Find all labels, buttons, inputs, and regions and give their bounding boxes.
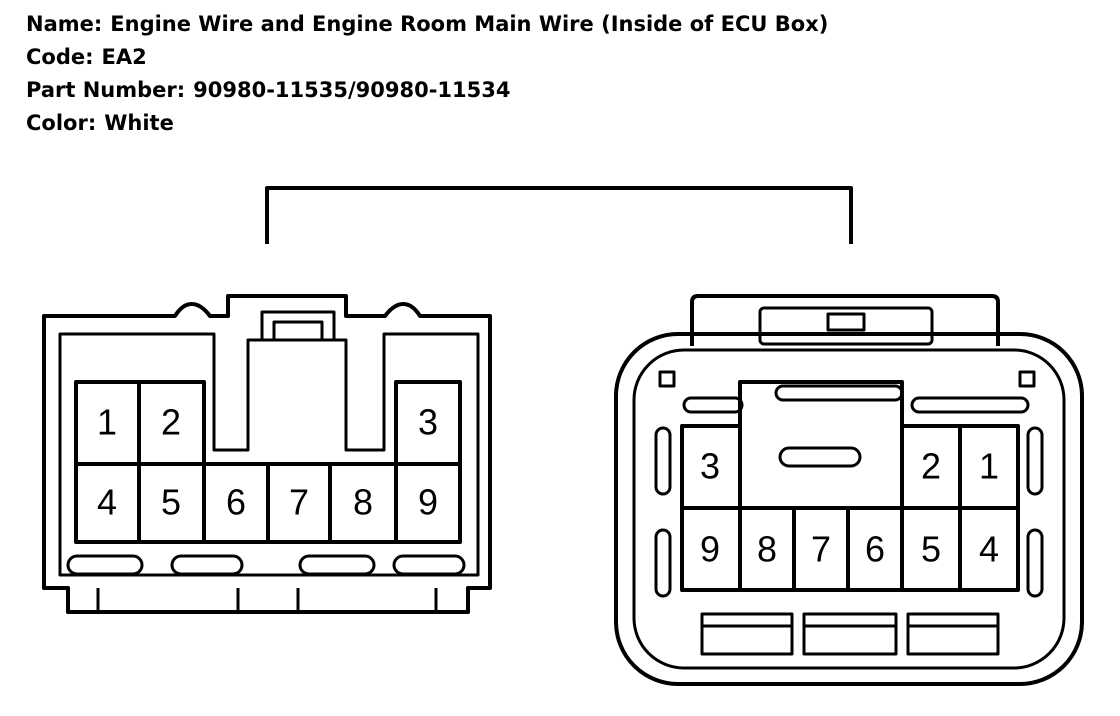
left-pin-6: 6 xyxy=(226,482,246,523)
right-latch-window xyxy=(758,306,934,346)
mating-bracket xyxy=(265,186,853,244)
left-bottom-pad-2 xyxy=(170,554,244,576)
right-side-rib-left-lower xyxy=(654,528,672,598)
right-upper-rib-left xyxy=(682,396,744,414)
left-bottom-pad-1 xyxy=(66,554,144,576)
right-bottom-tab-2 xyxy=(802,612,898,656)
left-connector-inner-frame xyxy=(58,332,480,577)
right-pin-5: 5 xyxy=(921,529,941,570)
part-number-row: Part Number: 90980-11535/90980-11534 xyxy=(26,74,828,107)
left-pin-8: 8 xyxy=(353,482,373,523)
right-pin-6: 6 xyxy=(865,529,885,570)
left-connector: 1 2 3 4 5 6 7 8 9 xyxy=(42,294,492,614)
left-bottom-pad-4 xyxy=(392,554,466,576)
left-bottom-pad-3 xyxy=(298,554,376,576)
right-corner-square-right xyxy=(1018,370,1036,388)
right-connector: 3 2 1 9 8 7 6 5 4 xyxy=(614,294,1084,686)
left-latch-inner xyxy=(272,320,324,342)
right-pin-1: 1 xyxy=(979,446,999,487)
name-label: Name: xyxy=(26,12,103,36)
code-value: EA2 xyxy=(101,45,147,69)
left-pin-2: 2 xyxy=(161,402,181,443)
right-upper-rib-center xyxy=(774,384,904,402)
code-row: Code: EA2 xyxy=(26,41,828,74)
part-number-label: Part Number: xyxy=(26,78,186,102)
code-label: Code: xyxy=(26,45,94,69)
left-pin-4: 4 xyxy=(97,482,117,523)
color-label: Color: xyxy=(26,111,97,135)
right-side-rib-left-upper xyxy=(654,426,672,496)
right-latch-tab xyxy=(826,312,866,332)
left-pin-9: 9 xyxy=(418,482,438,523)
connector-info: Name: Engine Wire and Engine Room Main Wi… xyxy=(26,8,828,140)
right-side-rib-right-upper xyxy=(1026,426,1044,496)
right-bottom-tab-1 xyxy=(700,612,794,656)
name-row: Name: Engine Wire and Engine Room Main Wi… xyxy=(26,8,828,41)
right-corner-square-left xyxy=(658,370,676,388)
left-pin-1: 1 xyxy=(97,402,117,443)
right-pin-2: 2 xyxy=(921,446,941,487)
left-connector-body xyxy=(42,294,492,614)
right-pin-8: 8 xyxy=(757,529,777,570)
part-number-value: 90980-11535/90980-11534 xyxy=(193,78,511,102)
right-pin-9: 9 xyxy=(700,529,720,570)
right-pin-3: 3 xyxy=(700,446,720,487)
right-pin-7: 7 xyxy=(811,529,831,570)
right-latch-housing xyxy=(690,294,1000,346)
name-value: Engine Wire and Engine Room Main Wire (I… xyxy=(110,12,829,36)
right-bottom-tab-3 xyxy=(906,612,1000,656)
right-connector-body xyxy=(614,332,1084,686)
right-pin-4: 4 xyxy=(979,529,999,570)
color-value: White xyxy=(104,111,174,135)
left-pin-5: 5 xyxy=(161,482,181,523)
left-pin-7: 7 xyxy=(289,482,309,523)
right-side-rib-right-lower xyxy=(1026,528,1044,598)
left-pin-3: 3 xyxy=(418,402,438,443)
right-upper-rib-right xyxy=(910,396,1030,414)
right-connector-inner-frame xyxy=(632,348,1066,670)
right-center-key xyxy=(778,446,862,468)
color-row: Color: White xyxy=(26,107,828,140)
